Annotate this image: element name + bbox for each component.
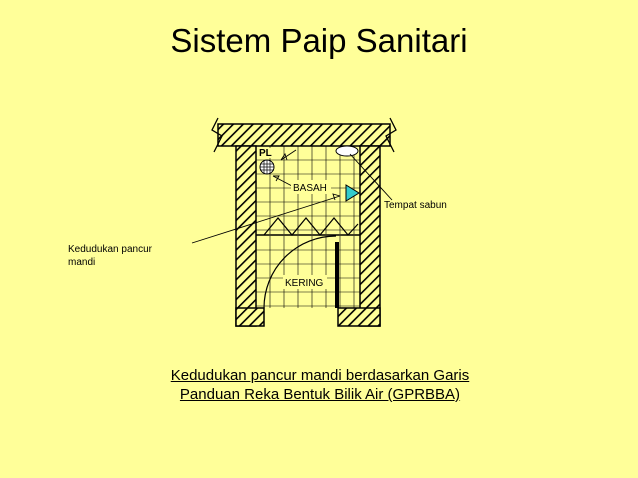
- pl-arrow-lower: [272, 175, 293, 187]
- floor-trap-label: PL: [259, 148, 272, 159]
- wet-area-label: BASAH: [293, 183, 327, 194]
- door-swing-arc: [263, 235, 337, 309]
- left-wall: [235, 145, 257, 327]
- bottom-wall-right: [337, 307, 381, 327]
- shower-position-label-2: mandi: [68, 257, 95, 268]
- caption: Kedudukan pancur mandi berdasarkan Garis…: [120, 366, 520, 404]
- floor-trap-icon: [259, 159, 275, 175]
- shower-position-label-1: Kedudukan pancur: [68, 244, 153, 255]
- soap-leader: [349, 153, 393, 201]
- shower-curtain: [263, 217, 359, 236]
- dry-area-label: KERING: [285, 278, 324, 289]
- shower-leader: [191, 195, 341, 244]
- shower-head-icon: [345, 184, 360, 202]
- bottom-wall-left: [235, 307, 265, 327]
- right-wall: [359, 145, 381, 327]
- pl-arrow-upper: [280, 149, 297, 161]
- soap-holder-icon: [335, 145, 359, 157]
- caption-line-1: Kedudukan pancur mandi berdasarkan Garis: [170, 367, 470, 384]
- door-leaf: [335, 242, 339, 308]
- slide-title: Sistem Paip Sanitari: [170, 22, 468, 59]
- soap-holder-label: Tempat sabun: [384, 200, 447, 211]
- top-wall: [217, 123, 391, 147]
- wall-break-right: [385, 117, 397, 153]
- wall-break-left: [211, 117, 223, 153]
- caption-line-2: Panduan Reka Bentuk Bilik Air (GPRBBA): [179, 386, 461, 403]
- dry-area-tiles: [256, 236, 360, 308]
